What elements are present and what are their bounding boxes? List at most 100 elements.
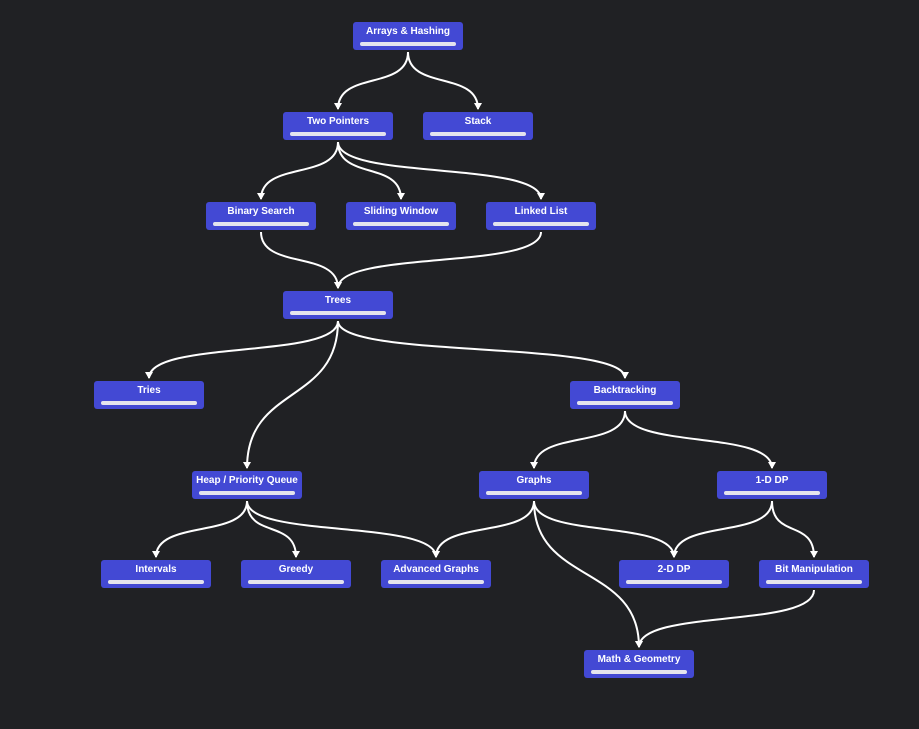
progress-bar	[591, 670, 687, 674]
progress-bar	[199, 491, 295, 495]
progress-bar	[577, 401, 673, 405]
progress-bar-fill	[486, 491, 582, 495]
progress-bar-fill	[108, 580, 204, 584]
node-label: 1-D DP	[755, 475, 789, 486]
progress-bar-fill	[248, 580, 344, 584]
node-bit-manipulation[interactable]: Bit Manipulation	[759, 560, 869, 588]
edge-bit-manipulation-to-math-geometry	[638, 589, 815, 648]
progress-bar	[248, 580, 344, 584]
node-two-pointers[interactable]: Two Pointers	[283, 112, 393, 140]
node-label: Intervals	[135, 564, 177, 575]
progress-bar-fill	[626, 580, 722, 584]
arrowhead-icon	[292, 551, 300, 558]
edge-backtracking-to-graphs	[533, 410, 626, 469]
arrowhead-icon	[621, 372, 629, 379]
progress-bar	[388, 580, 484, 584]
node-linked-list[interactable]: Linked List	[486, 202, 596, 230]
arrowhead-icon	[670, 551, 678, 558]
edge-heap-priority-queue-to-intervals	[155, 500, 248, 558]
edge-graphs-to-advanced-graphs	[435, 500, 535, 558]
edge-1d-dp-to-2d-dp	[673, 500, 773, 558]
progress-bar-fill	[290, 311, 386, 315]
arrowhead-icon	[432, 551, 440, 558]
progress-bar-fill	[360, 42, 456, 46]
progress-bar-fill	[388, 580, 484, 584]
node-label: Graphs	[516, 475, 552, 486]
progress-bar	[724, 491, 820, 495]
node-label: Bit Manipulation	[775, 564, 853, 575]
node-label: Stack	[464, 116, 492, 127]
progress-bar	[290, 132, 386, 136]
edge-binary-search-to-trees	[260, 231, 339, 289]
progress-bar	[493, 222, 589, 226]
node-trees[interactable]: Trees	[283, 291, 393, 319]
node-label: Tries	[137, 385, 161, 396]
node-advanced-graphs[interactable]: Advanced Graphs	[381, 560, 491, 588]
edge-two-pointers-to-binary-search	[260, 141, 339, 200]
edge-two-pointers-to-linked-list	[337, 141, 542, 200]
edge-linked-list-to-trees	[337, 231, 542, 289]
arrowhead-icon	[768, 462, 776, 469]
progress-bar	[430, 132, 526, 136]
progress-bar-fill	[353, 222, 449, 226]
progress-bar-fill	[430, 132, 526, 136]
node-label: Sliding Window	[363, 206, 439, 217]
edge-trees-to-tries	[148, 320, 339, 379]
node-label: Arrays & Hashing	[366, 26, 450, 37]
arrowhead-icon	[243, 462, 251, 469]
node-stack[interactable]: Stack	[423, 112, 533, 140]
edge-heap-priority-queue-to-advanced-graphs	[246, 500, 437, 558]
node-label: 2-D DP	[657, 564, 691, 575]
node-sliding-window[interactable]: Sliding Window	[346, 202, 456, 230]
arrowhead-icon	[432, 551, 440, 558]
edge-graphs-to-2d-dp	[533, 500, 675, 558]
edge-two-pointers-to-sliding-window	[337, 141, 402, 200]
edge-backtracking-to-1d-dp	[624, 410, 773, 469]
arrowhead-icon	[397, 193, 405, 200]
arrowhead-icon	[810, 551, 818, 558]
arrowhead-icon	[537, 193, 545, 200]
progress-bar	[766, 580, 862, 584]
arrowhead-icon	[334, 282, 342, 289]
progress-bar-fill	[766, 580, 862, 584]
node-2d-dp[interactable]: 2-D DP	[619, 560, 729, 588]
progress-bar-fill	[493, 222, 589, 226]
progress-bar-fill	[577, 401, 673, 405]
node-math-geometry[interactable]: Math & Geometry	[584, 650, 694, 678]
progress-bar	[108, 580, 204, 584]
node-heap-priority-queue[interactable]: Heap / Priority Queue	[192, 471, 302, 499]
arrowhead-icon	[145, 372, 153, 379]
progress-bar	[101, 401, 197, 405]
arrowhead-icon	[530, 462, 538, 469]
edge-trees-to-backtracking	[337, 320, 626, 379]
node-1d-dp[interactable]: 1-D DP	[717, 471, 827, 499]
node-arrays-hashing[interactable]: Arrays & Hashing	[353, 22, 463, 50]
arrowhead-icon	[635, 641, 643, 648]
progress-bar-fill	[101, 401, 197, 405]
node-intervals[interactable]: Intervals	[101, 560, 211, 588]
node-label: Trees	[324, 295, 352, 306]
arrowhead-icon	[635, 641, 643, 648]
arrowhead-icon	[474, 103, 482, 110]
node-backtracking[interactable]: Backtracking	[570, 381, 680, 409]
progress-bar-fill	[724, 491, 820, 495]
progress-bar-fill	[199, 491, 295, 495]
progress-bar-fill	[591, 670, 687, 674]
node-tries[interactable]: Tries	[94, 381, 204, 409]
node-label: Linked List	[514, 206, 568, 217]
progress-bar	[213, 222, 309, 226]
edge-arrays-hashing-to-two-pointers	[337, 51, 409, 110]
node-label: Binary Search	[227, 206, 295, 217]
progress-bar-fill	[290, 132, 386, 136]
edge-arrays-hashing-to-stack	[407, 51, 479, 110]
node-greedy[interactable]: Greedy	[241, 560, 351, 588]
arrowhead-icon	[152, 551, 160, 558]
node-label: Two Pointers	[306, 116, 370, 127]
node-binary-search[interactable]: Binary Search	[206, 202, 316, 230]
node-graphs[interactable]: Graphs	[479, 471, 589, 499]
progress-bar	[626, 580, 722, 584]
edge-1d-dp-to-bit-manipulation	[771, 500, 815, 558]
node-label: Heap / Priority Queue	[196, 475, 298, 486]
arrowhead-icon	[334, 103, 342, 110]
